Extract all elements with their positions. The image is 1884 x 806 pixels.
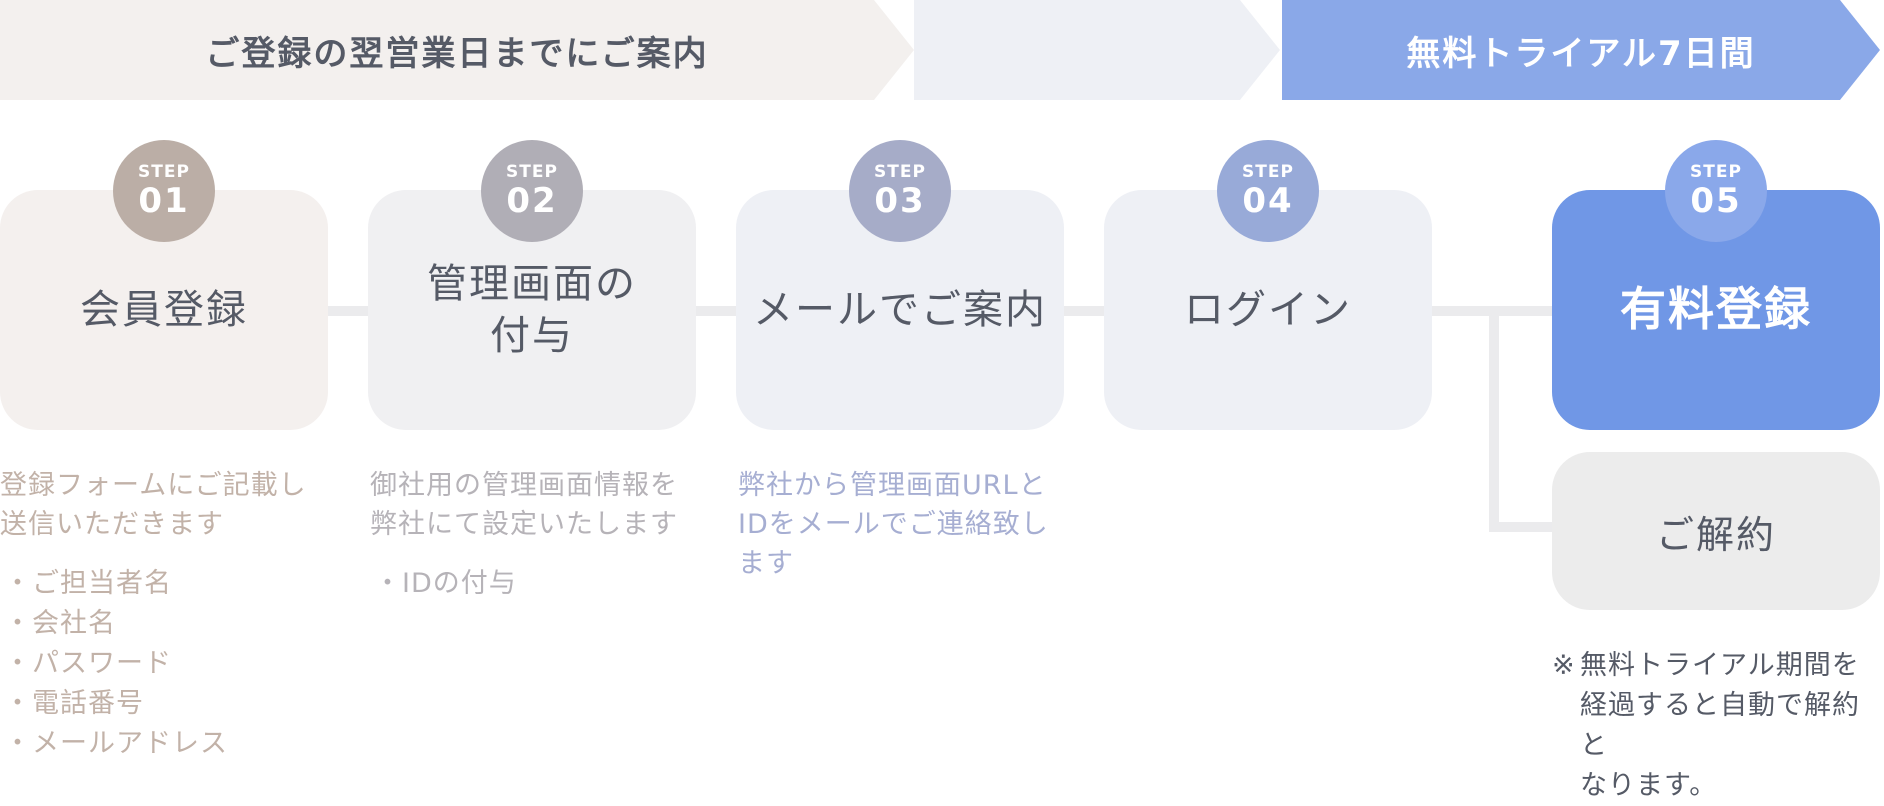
step-badge-01: STEP 01: [113, 140, 215, 242]
note-mark: ※: [1552, 650, 1576, 681]
step-badge-label: STEP: [138, 162, 190, 182]
note-line3: なります。: [1580, 770, 1718, 801]
step-badge-05: STEP 05: [1665, 140, 1767, 242]
step-02-desc-line1: 御社用の管理画面情報を: [370, 470, 678, 501]
middle-banner-segment: [914, 0, 1280, 100]
step-badge-number: 05: [1690, 181, 1742, 221]
connector-line-3-4: [1058, 306, 1118, 316]
step-02-desc-line2: 弊社にて設定いたします: [370, 509, 678, 540]
list-item: IDの付与: [374, 564, 517, 604]
step-badge-04: STEP 04: [1217, 140, 1319, 242]
step-badge-03: STEP 03: [849, 140, 951, 242]
list-item: パスワード: [4, 644, 228, 684]
step-03-desc-line1: 弊社から管理画面URLと: [738, 470, 1047, 501]
step-badge-label: STEP: [874, 162, 926, 182]
free-trial-banner: 無料トライアル7日間: [1282, 0, 1880, 100]
step-badge-label: STEP: [1242, 162, 1294, 182]
connector-line-1-2: [320, 306, 380, 316]
step-03-desc-line2: IDをメールでご連絡致し: [738, 509, 1049, 540]
step-badge-label: STEP: [506, 162, 558, 182]
connector-branch-vertical: [1489, 306, 1499, 532]
step-badge-number: 03: [874, 181, 926, 221]
note-line2: 経過すると自動で解約と: [1580, 690, 1860, 761]
step-02-description: 御社用の管理画面情報を 弊社にて設定いたします: [370, 466, 700, 544]
list-item: 会社名: [4, 604, 228, 644]
connector-branch-cancel: [1489, 522, 1559, 532]
step-badge-number: 04: [1242, 181, 1294, 221]
step-03-title: メールでご案内: [753, 287, 1047, 333]
step-03-desc-line3: ます: [738, 548, 794, 579]
step-01-desc-line1: 登録フォームにご記載し: [0, 470, 307, 501]
step-badge-02: STEP 02: [481, 140, 583, 242]
free-trial-text: 無料トライアル7日間: [1406, 33, 1756, 74]
step-02-title: 管理画面の 付与: [427, 258, 637, 362]
registration-notice-text: ご登録の翌営業日までにご案内: [205, 33, 709, 74]
step-badge-label: STEP: [1690, 162, 1742, 182]
list-item: メールアドレス: [4, 724, 228, 764]
step-02-title-line2: 付与: [490, 313, 574, 359]
step-05-title: 有料登録: [1620, 282, 1812, 337]
registration-notice-banner: ご登録の翌営業日までにご案内: [0, 0, 914, 100]
step-02-title-line1: 管理画面の: [427, 261, 637, 307]
cancel-title: ご解約: [1655, 512, 1776, 557]
cancellation-note: ※ 無料トライアル期間を 経過すると自動で解約と なります。: [1552, 646, 1882, 806]
step-03-description: 弊社から管理画面URLと IDをメールでご連絡致し ます: [738, 466, 1068, 583]
cancel-card: ご解約: [1552, 452, 1880, 610]
list-item: 電話番号: [4, 684, 228, 724]
step-badge-number: 02: [506, 181, 558, 221]
step-04-title: ログイン: [1184, 287, 1352, 333]
list-item: ご担当者名: [4, 564, 228, 604]
connector-line-2-3: [690, 306, 750, 316]
step-01-title: 会員登録: [80, 287, 248, 333]
step-02-bullet-list: IDの付与: [374, 564, 517, 604]
step-01-desc-line2: 送信いただきます: [0, 509, 224, 540]
step-01-bullet-list: ご担当者名 会社名 パスワード 電話番号 メールアドレス: [4, 564, 228, 764]
step-01-description: 登録フォームにご記載し 送信いただきます: [0, 466, 330, 544]
note-line1: 無料トライアル期間を: [1580, 650, 1860, 681]
step-badge-number: 01: [138, 181, 190, 221]
